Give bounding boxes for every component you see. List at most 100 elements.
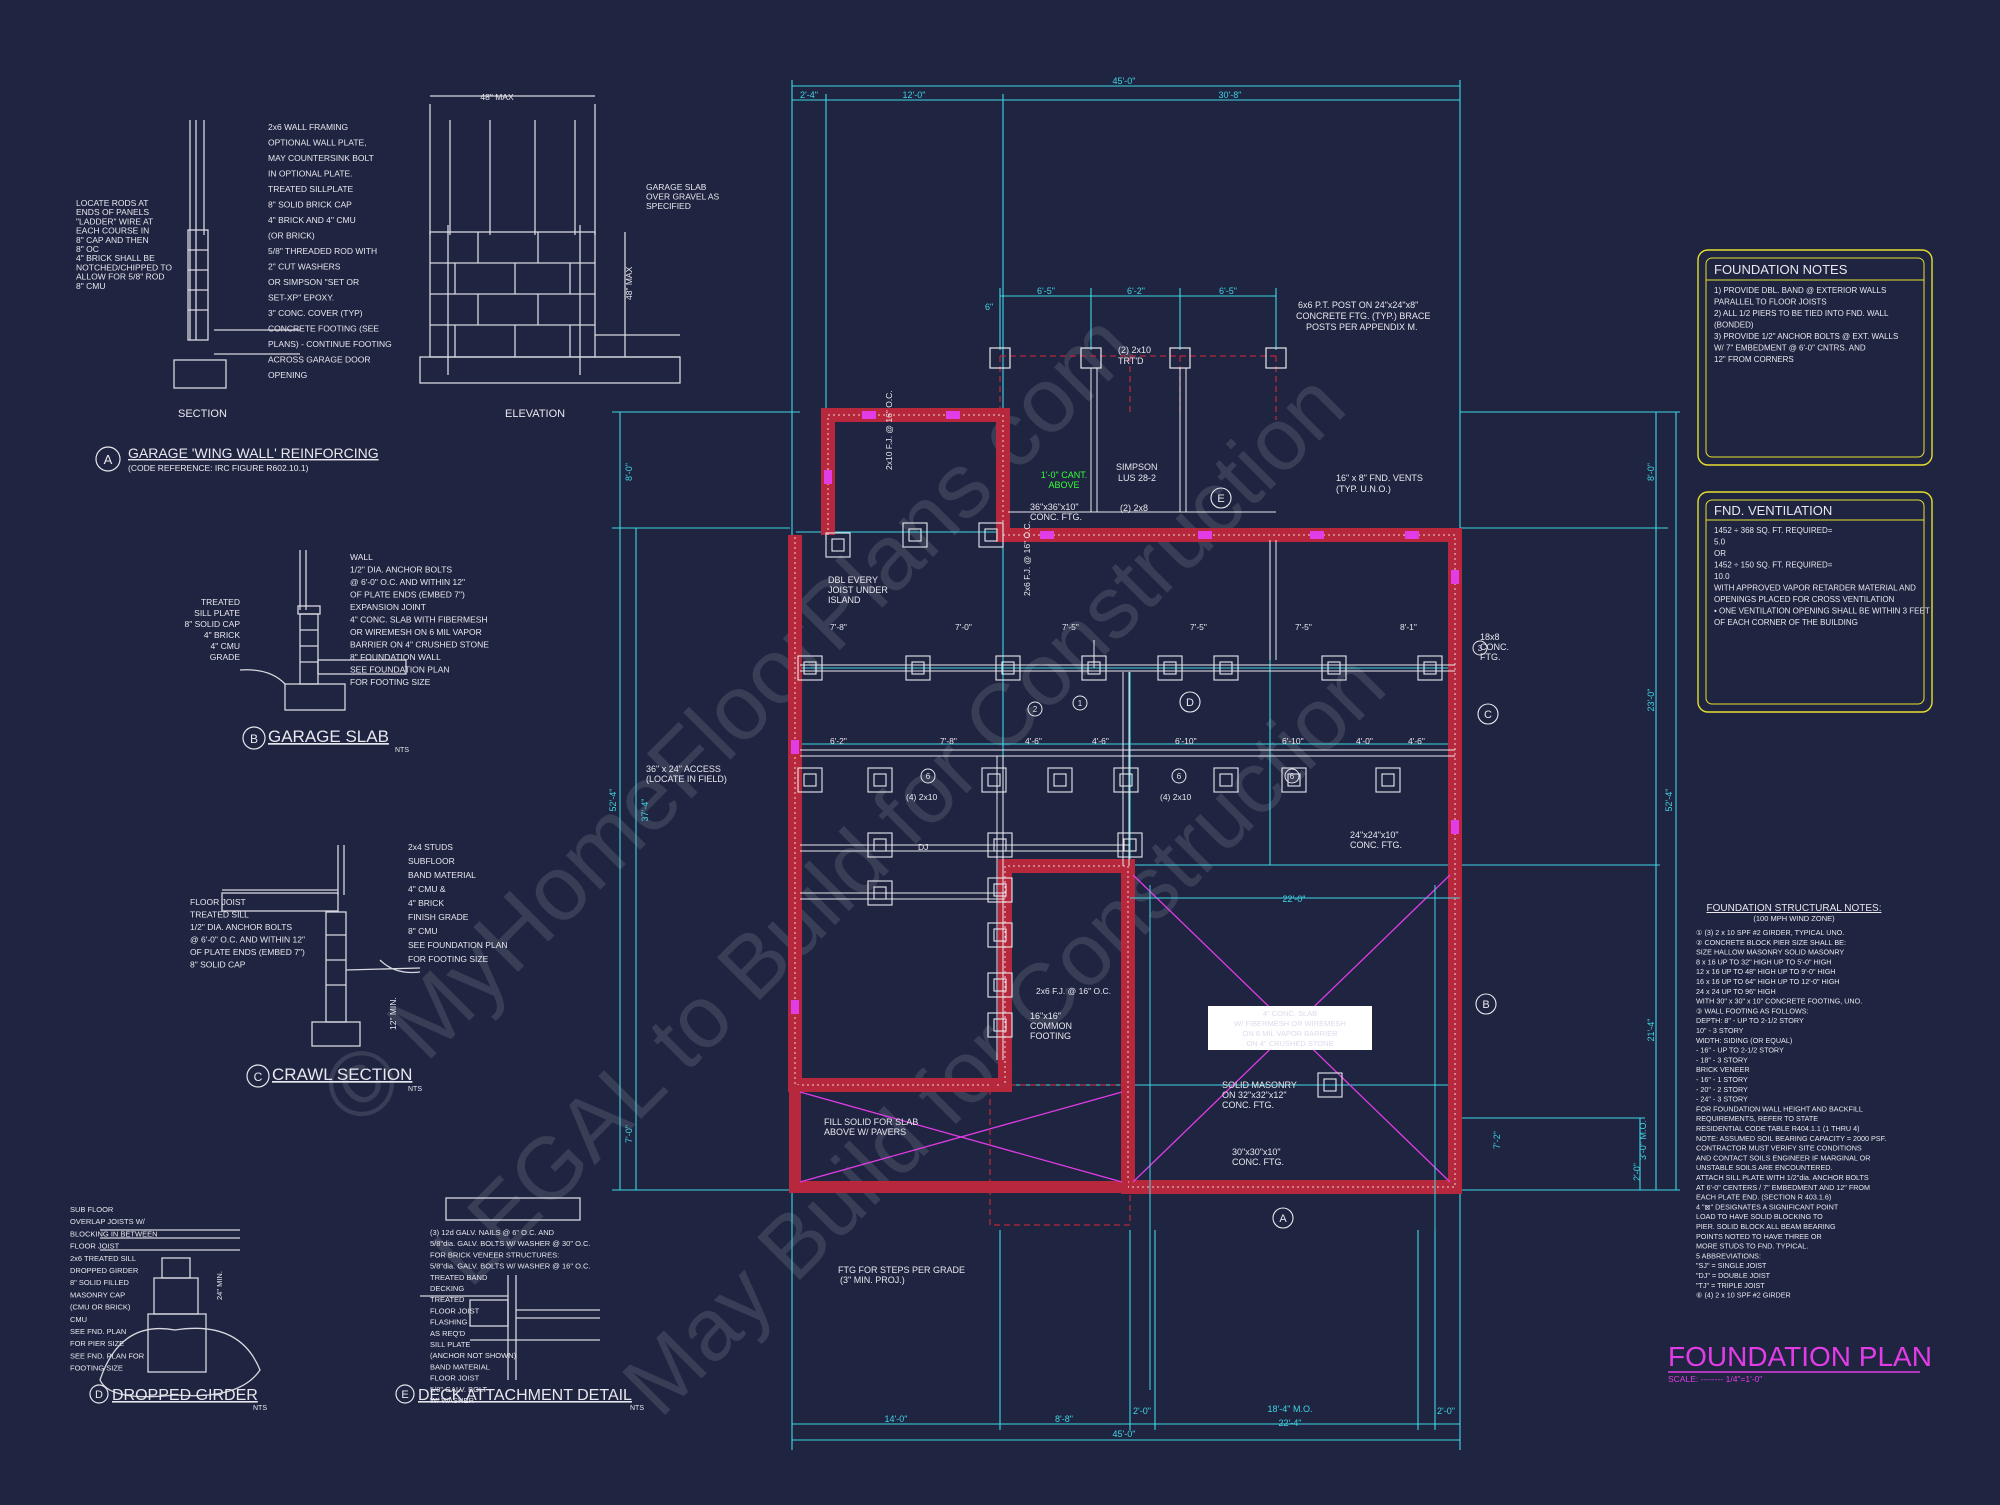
detail-a-title: A GARAGE 'WING WALL' REINFORCING (CODE R… <box>95 445 379 473</box>
plan-callout: (2) 2x8 <box>1120 503 1148 513</box>
foundation-note-item: W/ 7" EMBEDMENT @ 6'-0" CNTRS. AND <box>1714 344 1866 353</box>
ventilation-item: • ONE VENTILATION OPENING SHALL BE WITHI… <box>1714 607 1930 616</box>
detail-a-left-note: 8" OC <box>76 244 99 254</box>
detail-e-note: (3) 12d GALV. NAILS @ 6" O.C. AND <box>430 1228 555 1237</box>
detail-a-note: OR SIMPSON "SET OR <box>268 277 359 287</box>
pier-core <box>1219 661 1233 675</box>
pier-core <box>1323 1078 1337 1092</box>
right-dim-e: 3'-0" M.O. <box>1638 1120 1648 1160</box>
foundation-notes-items: 1) PROVIDE DBL. BAND @ EXTERIOR WALLSPAR… <box>1714 286 1898 364</box>
structural-note-line: CONTRACTOR MUST VERIFY SITE CONDITIONS <box>1696 1144 1862 1153</box>
pier <box>902 522 928 548</box>
detail-c-note: 4" CMU & <box>408 884 446 894</box>
plan-callout: 18x8 <box>1480 632 1500 642</box>
left-dim-a: 8'-0" <box>624 463 634 481</box>
detail-d-note: DROPPED GIRDER <box>70 1266 139 1275</box>
structural-notes: FOUNDATION STRUCTURAL NOTES: (100 MPH WI… <box>1696 903 1886 1300</box>
detail-a-left-note: EACH COURSE IN <box>76 226 149 236</box>
slab-note-box <box>1208 1006 1372 1050</box>
detail-e-note: TREATED BAND <box>430 1273 488 1282</box>
grid-bubble <box>1272 1207 1294 1229</box>
plan-joist-labels: 2x10 F.J. @ 16" O.C.2x6 F.J. @ 16" O.C.(… <box>884 390 1191 996</box>
row2-dim: 6'-2" <box>830 736 847 746</box>
plan-callout: CONCRETE FTG. (TYP.) BRACE <box>1296 311 1430 321</box>
structural-note-line: ⑥ (4) 2 x 10 SPF #2 GIRDER <box>1696 1291 1791 1300</box>
pier <box>797 767 823 793</box>
detail-e-note: TREATED <box>430 1295 465 1304</box>
porch-dim-2: 6'-2" <box>1127 286 1145 296</box>
pier-core <box>831 538 845 552</box>
pier <box>1213 655 1239 681</box>
structural-note-line: ② CONCRETE BLOCK PIER SIZE SHALL BE: <box>1696 938 1846 947</box>
detail-a-note: 5/8" THREADED ROD WITH <box>268 246 377 256</box>
row1-dim: 7'-5" <box>1295 622 1312 632</box>
row1-dim: 7'-0" <box>955 622 972 632</box>
detail-e-note: FOR BRICK VENEER STRUCTURES: <box>430 1250 559 1259</box>
left-dim-d: 7'-0" <box>624 1125 634 1143</box>
pier <box>1113 767 1139 793</box>
detail-a-left-note: 8" CAP AND THEN <box>76 235 149 245</box>
bottom-dim-a: 14'-0" <box>885 1414 908 1424</box>
tag-circle <box>1472 640 1488 656</box>
detail-e-notes: (3) 12d GALV. NAILS @ 6" O.C. AND5/8"dia… <box>430 1228 591 1405</box>
plan-foundation-walls-inner <box>794 414 1456 1188</box>
pier-core <box>1053 773 1067 787</box>
sheet-scale: SCALE: -------- 1/4"=1'-0" <box>1668 1374 1762 1384</box>
detail-a-section-label: SECTION <box>178 408 227 420</box>
detail-a-note: PLANS) - CONTINUE FOOTING <box>268 339 392 349</box>
plan-callout: ABOVE W/ PAVERS <box>824 1127 906 1137</box>
structural-note-line: REQUIREMENTS, REFER TO STATE <box>1696 1114 1818 1123</box>
grid-bubble-label: B <box>1482 999 1489 1011</box>
row1-dim: 7'-5" <box>1190 622 1207 632</box>
structural-note-line: WITH 30" x 30" x 10" CONCRETE FOOTING, U… <box>1696 997 1862 1006</box>
plan-callout: JOIST UNDER <box>828 585 888 595</box>
plan-callouts: 6x6 P.T. POST ON 24"x24"x8"CONCRETE FTG.… <box>646 300 1509 1285</box>
plan-callout: (3" MIN. PROJ.) <box>840 1275 905 1285</box>
pier-core <box>987 773 1001 787</box>
structural-note-line: UNSTABLE SOILS ARE ENCOUNTERED. <box>1696 1163 1832 1172</box>
detail-a-right-note: GARAGE SLAB <box>646 182 707 192</box>
pier <box>1317 1072 1343 1098</box>
structural-note-line: "DJ" = DOUBLE JOIST <box>1696 1271 1771 1280</box>
porch-dim-0: 6" <box>985 302 993 312</box>
detail-c-note: 4" BRICK <box>408 898 444 908</box>
top-overall-dim: 45'-0" <box>1113 76 1136 86</box>
ventilation-item: OF EACH CORNER OF THE BUILDING <box>1714 618 1858 627</box>
top-left-dim: 2'-4" <box>800 90 818 100</box>
right-dim-a: 8'-0" <box>1646 463 1656 481</box>
structural-note-line: AT 6'-0" CENTERS / 7" EMBEDMENT AND 12" … <box>1696 1183 1870 1192</box>
detail-d-title: D DROPPED GIRDER NTS <box>89 1384 267 1412</box>
plan-dimensions: 45'-0" 2'-4" 12'-0" 30'-8" 6" 6'-5" 6'-2… <box>608 76 1674 1439</box>
grid-bubble-label: C <box>1484 709 1492 721</box>
pier <box>797 655 823 681</box>
detail-c-note: SUBFLOOR <box>408 856 455 866</box>
bottom-overall-dim: 45'-0" <box>1113 1429 1136 1439</box>
plan-vents <box>791 411 1459 1014</box>
plan-callout: 24"x24"x10" <box>1350 830 1399 840</box>
joist-label: (4) 2x10 <box>1160 792 1191 802</box>
foundation-notes-title: FOUNDATION NOTES <box>1714 262 1848 277</box>
detail-b-note: BARRIER ON 4" CRUSHED STONE <box>350 640 489 650</box>
pier-core <box>1119 773 1133 787</box>
detail-b-title-text: GARAGE SLAB <box>268 727 389 746</box>
structural-note-line: "TJ" = TRIPLE JOIST <box>1696 1281 1765 1290</box>
pier <box>825 532 851 558</box>
detail-a-note: (OR BRICK) <box>268 231 315 241</box>
structural-note-line: AND CONTACT SOILS ENGINEER IF MARGINAL O… <box>1696 1153 1870 1162</box>
plan-callout: (2) 2x10 <box>1118 345 1151 355</box>
detail-a-ref: (CODE REFERENCE: IRC FIGURE R602.10.1) <box>128 463 309 473</box>
detail-b-note: 1/2" DIA. ANCHOR BOLTS <box>350 565 452 575</box>
porch-dim-1: 6'-5" <box>1037 286 1055 296</box>
detail-d-note: 8" SOLID FILLED <box>70 1278 130 1287</box>
tag-circle <box>1027 701 1043 717</box>
detail-c-left-note: 1/2" DIA. ANCHOR BOLTS <box>190 922 292 932</box>
detail-a-left-note: 4" BRICK SHALL BE <box>76 253 155 263</box>
detail-d-note: MASONRY CAP <box>70 1290 125 1299</box>
ventilation-title: FND. VENTILATION <box>1714 503 1832 518</box>
joist-label: 2x6 F.J. @ 16" O.C. <box>1036 986 1111 996</box>
